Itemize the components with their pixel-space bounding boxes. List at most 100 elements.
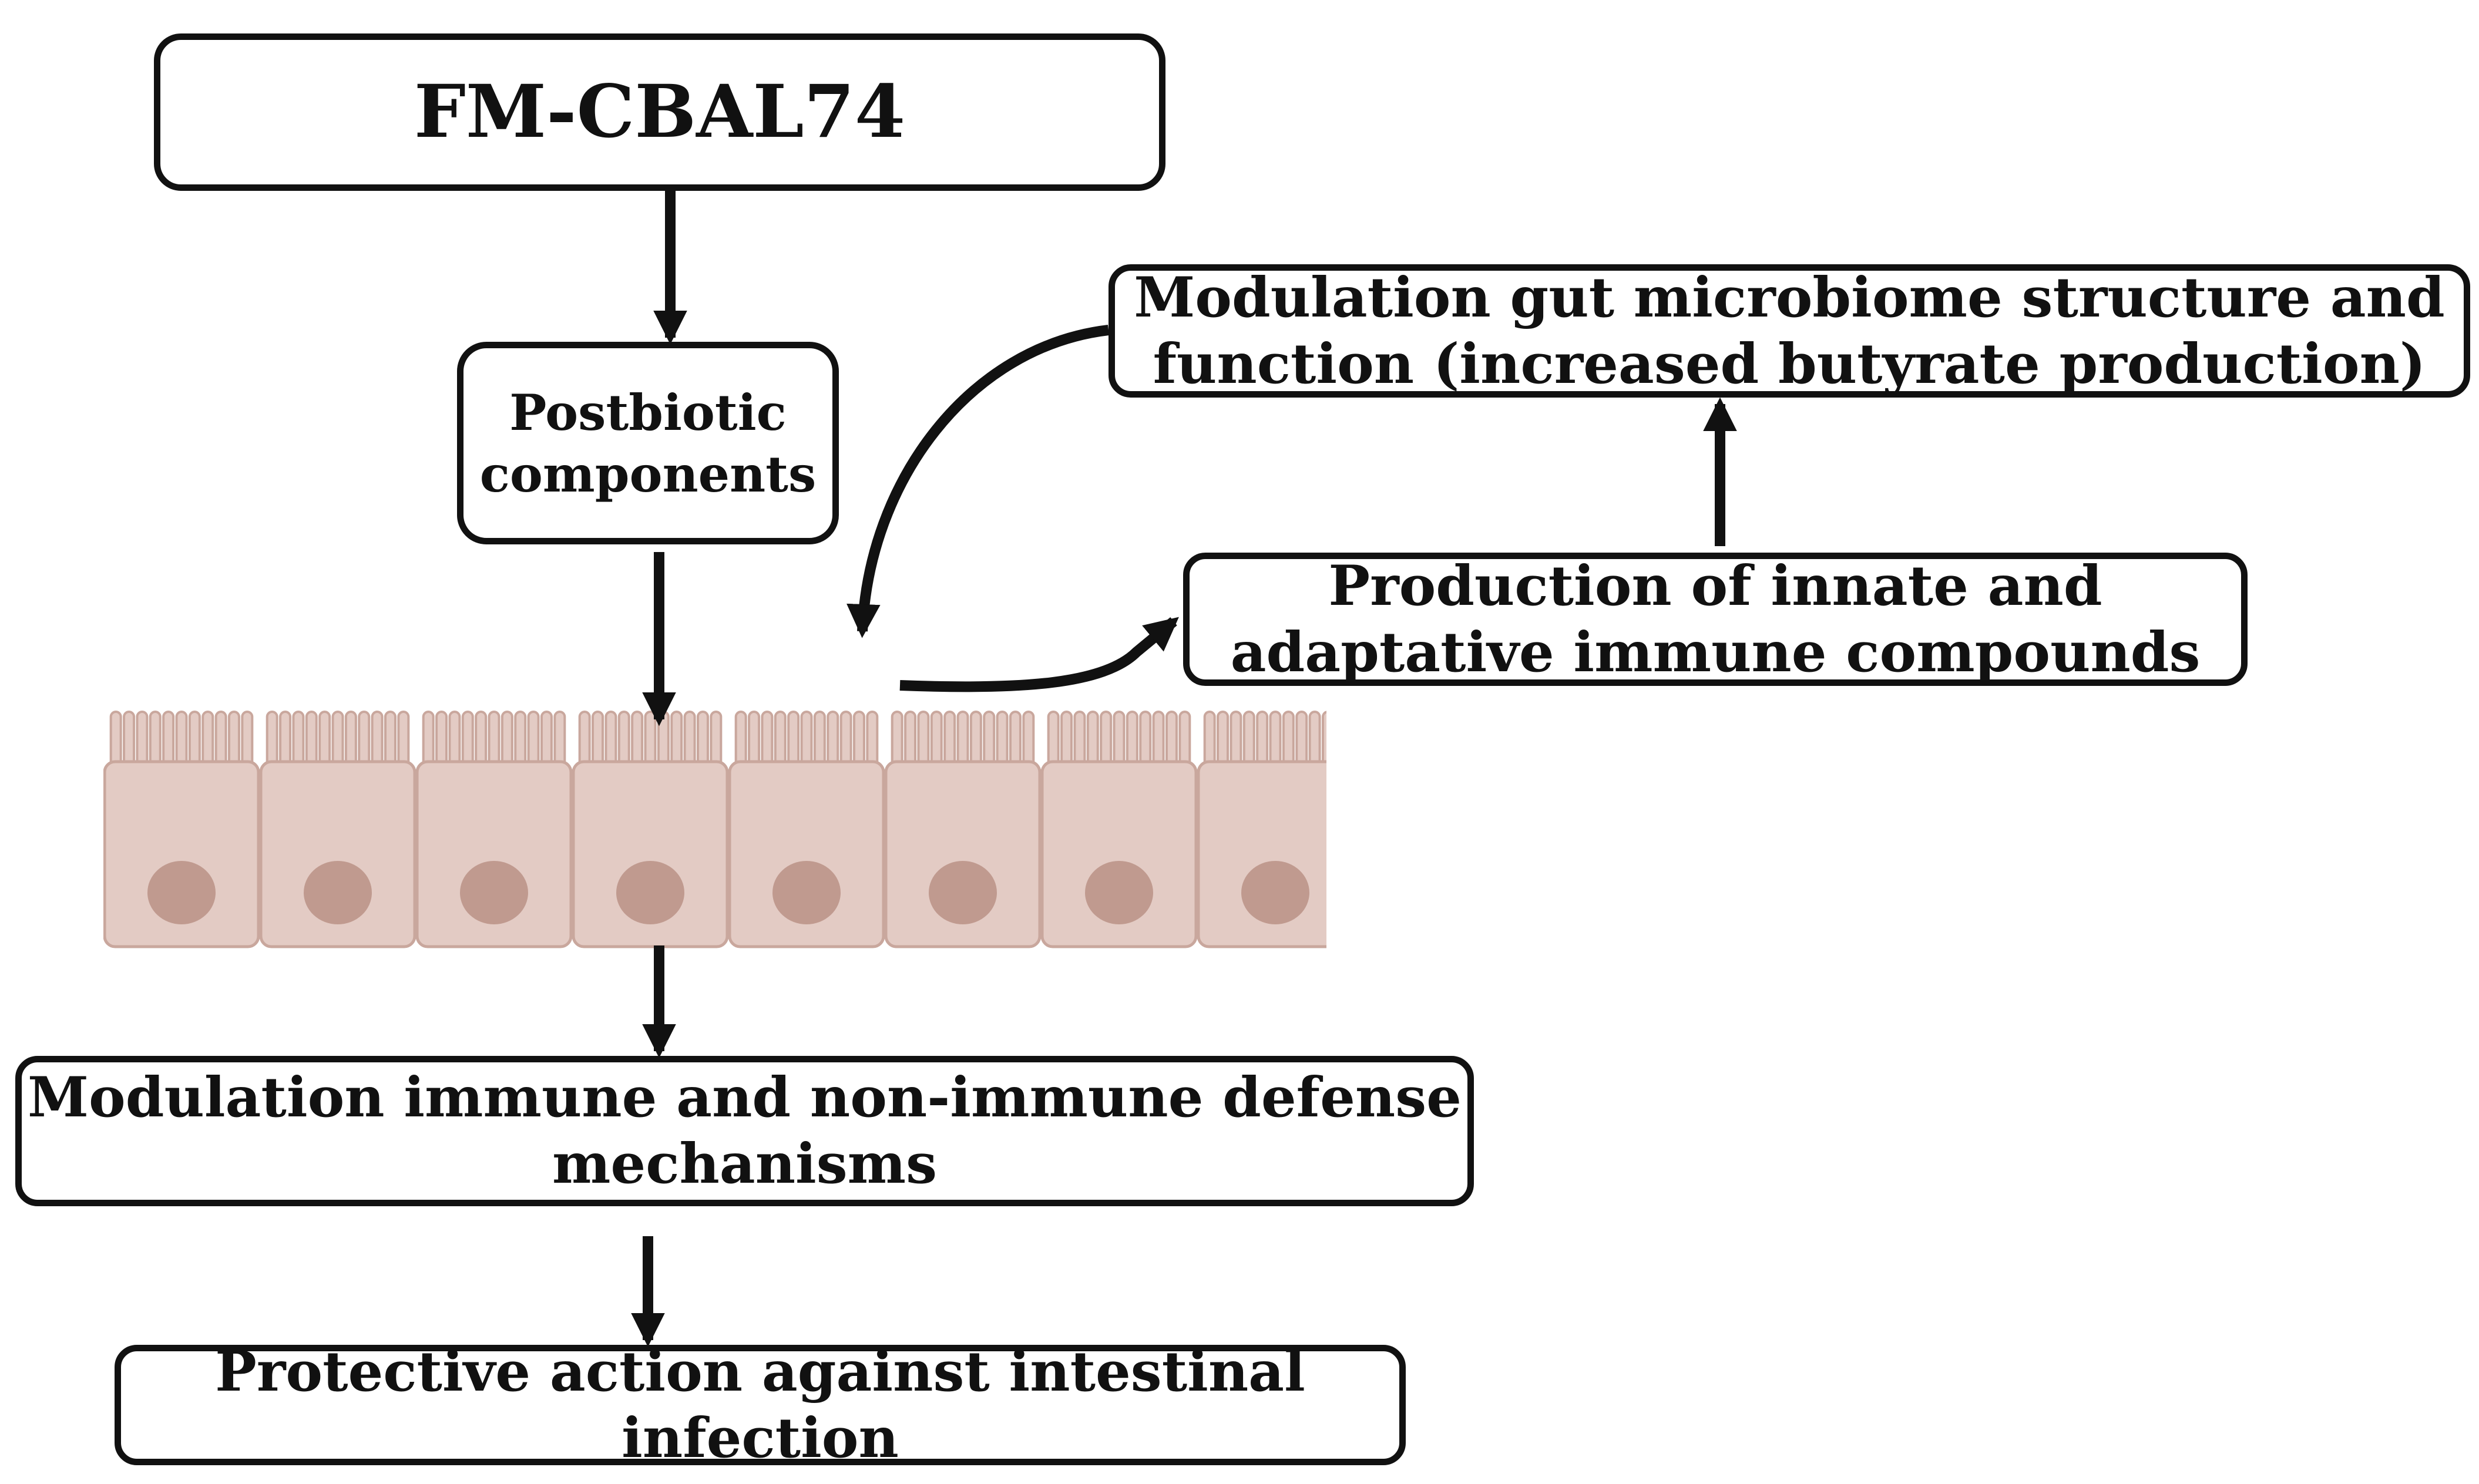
- node-gut-microbiome-modulation-label: Modulation gut microbiome structure and …: [1134, 265, 2445, 396]
- microvillus: [943, 711, 956, 770]
- microvillus: [813, 711, 826, 770]
- microvillus: [149, 711, 162, 770]
- cell-nucleus: [616, 861, 684, 924]
- microvillus: [514, 711, 527, 770]
- epithelial-cell: [728, 711, 885, 948]
- microvillus: [1060, 711, 1073, 770]
- cell-body: [728, 760, 885, 948]
- microvillus: [214, 711, 227, 770]
- microvillus: [123, 711, 136, 770]
- cell-nucleus: [147, 861, 216, 924]
- microvillus: [175, 711, 188, 770]
- microvillus: [839, 711, 852, 770]
- microvillus: [1217, 711, 1230, 770]
- microvillus: [1139, 711, 1152, 770]
- epithelial-cell: [103, 711, 260, 948]
- node-protective-action-label: Protective action against intestinal inf…: [215, 1339, 1305, 1470]
- epithelial-cell: [572, 711, 729, 948]
- microvillus: [956, 711, 969, 770]
- microvillus: [1256, 711, 1269, 770]
- cell-nucleus: [772, 861, 841, 924]
- microvillus: [604, 711, 617, 770]
- microvillus: [1178, 711, 1191, 770]
- microvillus: [279, 711, 292, 770]
- microvillus: [1073, 711, 1086, 770]
- node-postbiotic-components-label: Postbiotic components: [479, 383, 817, 503]
- epithelial-cell: [1040, 711, 1198, 948]
- microvillus: [578, 711, 591, 770]
- epithelial-cell: [415, 711, 573, 948]
- node-defense-mechanism-modulation-label: Modulation immune and non-immune defense…: [28, 1065, 1462, 1196]
- microvillus: [631, 711, 644, 770]
- cell-body: [572, 760, 729, 948]
- microvillus: [241, 711, 254, 770]
- node-fm-cbal74-label: FM-CBAL74: [414, 69, 906, 154]
- microvillus: [917, 711, 930, 770]
- microvillus: [227, 711, 240, 770]
- microvillus: [292, 711, 305, 770]
- microvillus: [527, 711, 540, 770]
- microvillus: [787, 711, 800, 770]
- epithelial-cell: [884, 711, 1042, 948]
- microvillus: [266, 711, 278, 770]
- node-protective-action: Protective action against intestinal inf…: [115, 1340, 1406, 1470]
- microvillus: [1047, 711, 1060, 770]
- microvillus: [1336, 712, 1346, 769]
- microvillus: [305, 711, 318, 770]
- microvillus: [617, 711, 630, 770]
- microvillus: [1295, 711, 1308, 770]
- microvillus: [1230, 711, 1242, 770]
- microvillus: [866, 711, 879, 770]
- microvillus: [371, 711, 384, 770]
- microvillus: [422, 711, 435, 770]
- arrow-gut-to-epithelium: [847, 325, 1110, 638]
- microvillus: [384, 711, 397, 770]
- microvillus: [1126, 711, 1138, 770]
- microvillus: [774, 711, 787, 770]
- cell-body: [415, 760, 573, 948]
- microvillus: [358, 711, 371, 770]
- microvillus: [448, 711, 461, 770]
- microvillus: [904, 711, 917, 770]
- node-fm-cbal74: FM-CBAL74: [154, 33, 1165, 191]
- microvillus: [109, 711, 122, 770]
- microvillus: [1100, 711, 1113, 770]
- microvillus: [553, 711, 566, 770]
- microvillus: [475, 711, 488, 770]
- cell-body: [1040, 760, 1198, 948]
- microvillus: [734, 711, 747, 770]
- microvillus: [540, 711, 553, 770]
- cell-body: [103, 760, 260, 948]
- microvillus: [1086, 711, 1099, 770]
- microvillus: [930, 711, 943, 770]
- cell-nucleus: [1085, 861, 1153, 924]
- microvillus: [983, 711, 996, 770]
- microvillus: [710, 711, 723, 770]
- microvillus: [800, 711, 813, 770]
- microvillus: [657, 711, 670, 770]
- microvillus: [1269, 711, 1282, 770]
- microvillus: [461, 711, 474, 770]
- microvillus: [1282, 711, 1295, 770]
- cell-nucleus: [929, 861, 997, 924]
- cell-body: [259, 760, 416, 948]
- microvillus: [1203, 711, 1216, 770]
- arrow-epithelium-to-immune-production: [899, 617, 1179, 692]
- epithelial-cell: [259, 711, 416, 948]
- microvillus: [201, 711, 214, 770]
- microvillus: [696, 711, 709, 770]
- microvillus: [1308, 711, 1321, 770]
- node-immune-compound-production-label: Production of innate and adaptative immu…: [1230, 553, 2201, 685]
- node-defense-mechanism-modulation: Modulation immune and non-immune defense…: [15, 1056, 1474, 1206]
- node-postbiotic-components: Postbiotic components: [457, 342, 839, 544]
- microvillus: [1321, 711, 1326, 770]
- microvillus: [136, 711, 149, 770]
- microvillus: [318, 711, 331, 770]
- epithelial-cell: [1197, 711, 1346, 948]
- cell-nucleus: [1241, 861, 1309, 924]
- microvillus: [397, 711, 410, 770]
- microvillus: [1009, 711, 1022, 770]
- microvillus: [500, 711, 513, 770]
- cell-nucleus: [460, 861, 528, 924]
